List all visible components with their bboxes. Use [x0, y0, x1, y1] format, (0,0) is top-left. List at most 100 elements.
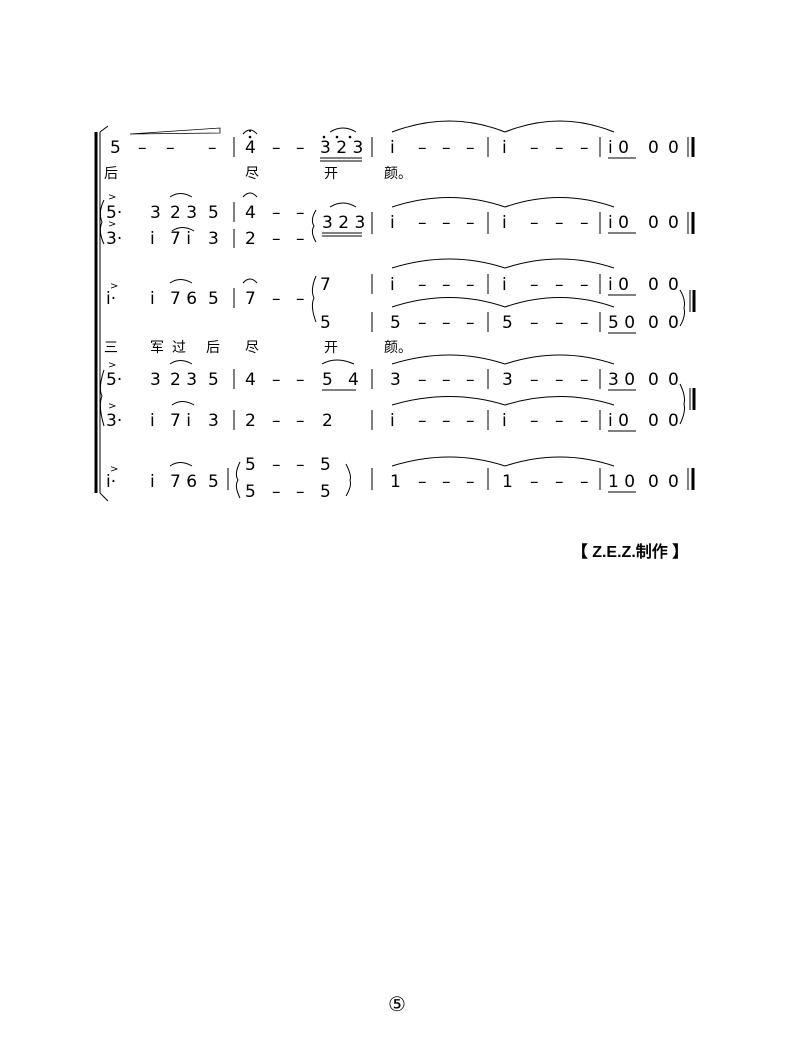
svg-text:–: –	[555, 213, 564, 233]
svg-text:–: –	[442, 472, 451, 492]
svg-text:–: –	[272, 455, 281, 475]
svg-text:–: –	[580, 411, 589, 431]
svg-text:–: –	[272, 370, 281, 390]
svg-text:0: 0	[668, 138, 679, 158]
svg-text:3 2 3: 3 2 3	[320, 138, 363, 158]
row-4: i· > i 7 6 5 7 – – 7 i – – – i – – – i 0…	[106, 258, 679, 323]
svg-text:0: 0	[648, 313, 659, 333]
svg-text:–: –	[272, 411, 281, 431]
svg-text:–: –	[466, 411, 475, 431]
svg-text:–: –	[296, 482, 305, 502]
svg-text:i 0: i 0	[608, 213, 629, 233]
svg-text:–: –	[418, 138, 427, 158]
svg-text:5 0: 5 0	[608, 313, 635, 333]
svg-text:3 0: 3 0	[608, 370, 635, 390]
svg-text:–: –	[530, 411, 539, 431]
svg-text:–: –	[418, 411, 427, 431]
svg-text:7: 7	[245, 289, 256, 309]
svg-text:i: i	[390, 411, 395, 431]
svg-text:–: –	[442, 138, 451, 158]
row-1: 5 – – – 4 – – 3 2 3 i – – – i – – – i 0 …	[110, 120, 695, 162]
svg-text:2 3: 2 3	[170, 203, 197, 223]
svg-text:5: 5	[320, 313, 331, 333]
svg-text:尽: 尽	[245, 340, 259, 356]
svg-text:–: –	[530, 472, 539, 492]
svg-text:4: 4	[348, 370, 359, 390]
svg-text:5: 5	[208, 203, 219, 223]
svg-text:7 6: 7 6	[170, 472, 197, 492]
svg-text:0: 0	[648, 138, 659, 158]
svg-text:4: 4	[245, 370, 256, 390]
svg-text:–: –	[466, 370, 475, 390]
svg-text:1: 1	[390, 472, 401, 492]
svg-text:–: –	[296, 455, 305, 475]
row-5: 5 5 – – – 5 – – – 5 0 0 0	[320, 289, 696, 334]
svg-text:–: –	[580, 138, 589, 158]
svg-text:i: i	[502, 213, 507, 233]
svg-text:–: –	[530, 313, 539, 333]
svg-text:–: –	[466, 213, 475, 233]
svg-text:–: –	[418, 370, 427, 390]
svg-text:开: 开	[324, 166, 338, 182]
svg-text:–: –	[555, 370, 564, 390]
svg-text:7 i: 7 i	[170, 229, 191, 249]
svg-text:i: i	[150, 289, 155, 309]
svg-text:–: –	[555, 411, 564, 431]
svg-text:–: –	[530, 213, 539, 233]
svg-text:3: 3	[208, 229, 219, 249]
svg-text:5: 5	[245, 482, 256, 502]
svg-text:–: –	[296, 138, 305, 158]
svg-text:5·: 5·	[106, 203, 122, 223]
svg-text:5: 5	[208, 370, 219, 390]
svg-text:三: 三	[104, 340, 118, 356]
svg-text:过: 过	[172, 340, 186, 356]
svg-text:尽: 尽	[245, 166, 259, 182]
svg-text:5: 5	[322, 370, 333, 390]
svg-text:0: 0	[648, 370, 659, 390]
svg-text:7 6: 7 6	[170, 289, 197, 309]
svg-text:–: –	[442, 275, 451, 295]
svg-text:5: 5	[320, 482, 331, 502]
svg-text:–: –	[555, 275, 564, 295]
svg-text:–: –	[272, 482, 281, 502]
svg-text:–: –	[466, 275, 475, 295]
svg-text:5: 5	[390, 313, 401, 333]
svg-text:–: –	[272, 229, 281, 249]
svg-text:–: –	[138, 138, 147, 158]
svg-text:0: 0	[668, 213, 679, 233]
svg-text:3: 3	[502, 370, 513, 390]
svg-text:i: i	[150, 229, 155, 249]
svg-text:>: >	[108, 192, 116, 203]
svg-text:2: 2	[245, 411, 256, 431]
svg-text:5: 5	[208, 289, 219, 309]
svg-text:i: i	[150, 472, 155, 492]
row-10: 5 – – 5	[245, 482, 331, 502]
svg-text:–: –	[208, 138, 217, 158]
svg-text:2: 2	[245, 229, 256, 249]
svg-text:–: –	[555, 313, 564, 333]
svg-text:1: 1	[502, 472, 513, 492]
svg-text:颜。: 颜。	[384, 340, 412, 356]
svg-text:–: –	[466, 313, 475, 333]
svg-text:–: –	[530, 370, 539, 390]
svg-text:–: –	[580, 275, 589, 295]
svg-text:–: –	[272, 138, 281, 158]
svg-text:0: 0	[668, 411, 679, 431]
row-3: 3· > i 7 i 3 2 – –	[106, 219, 305, 249]
svg-text:0: 0	[668, 275, 679, 295]
svg-text:–: –	[530, 138, 539, 158]
svg-text:–: –	[555, 138, 564, 158]
svg-text:–: –	[466, 472, 475, 492]
svg-text:>: >	[110, 464, 118, 475]
svg-text:–: –	[272, 289, 281, 309]
svg-text:–: –	[580, 472, 589, 492]
svg-text:–: –	[466, 138, 475, 158]
svg-text:0: 0	[648, 411, 659, 431]
svg-text:7: 7	[320, 275, 331, 295]
svg-text:i: i	[390, 138, 395, 158]
svg-text:3·: 3·	[106, 229, 122, 249]
svg-text:–: –	[296, 289, 305, 309]
svg-text:–: –	[580, 213, 589, 233]
svg-text:4: 4	[245, 203, 256, 223]
